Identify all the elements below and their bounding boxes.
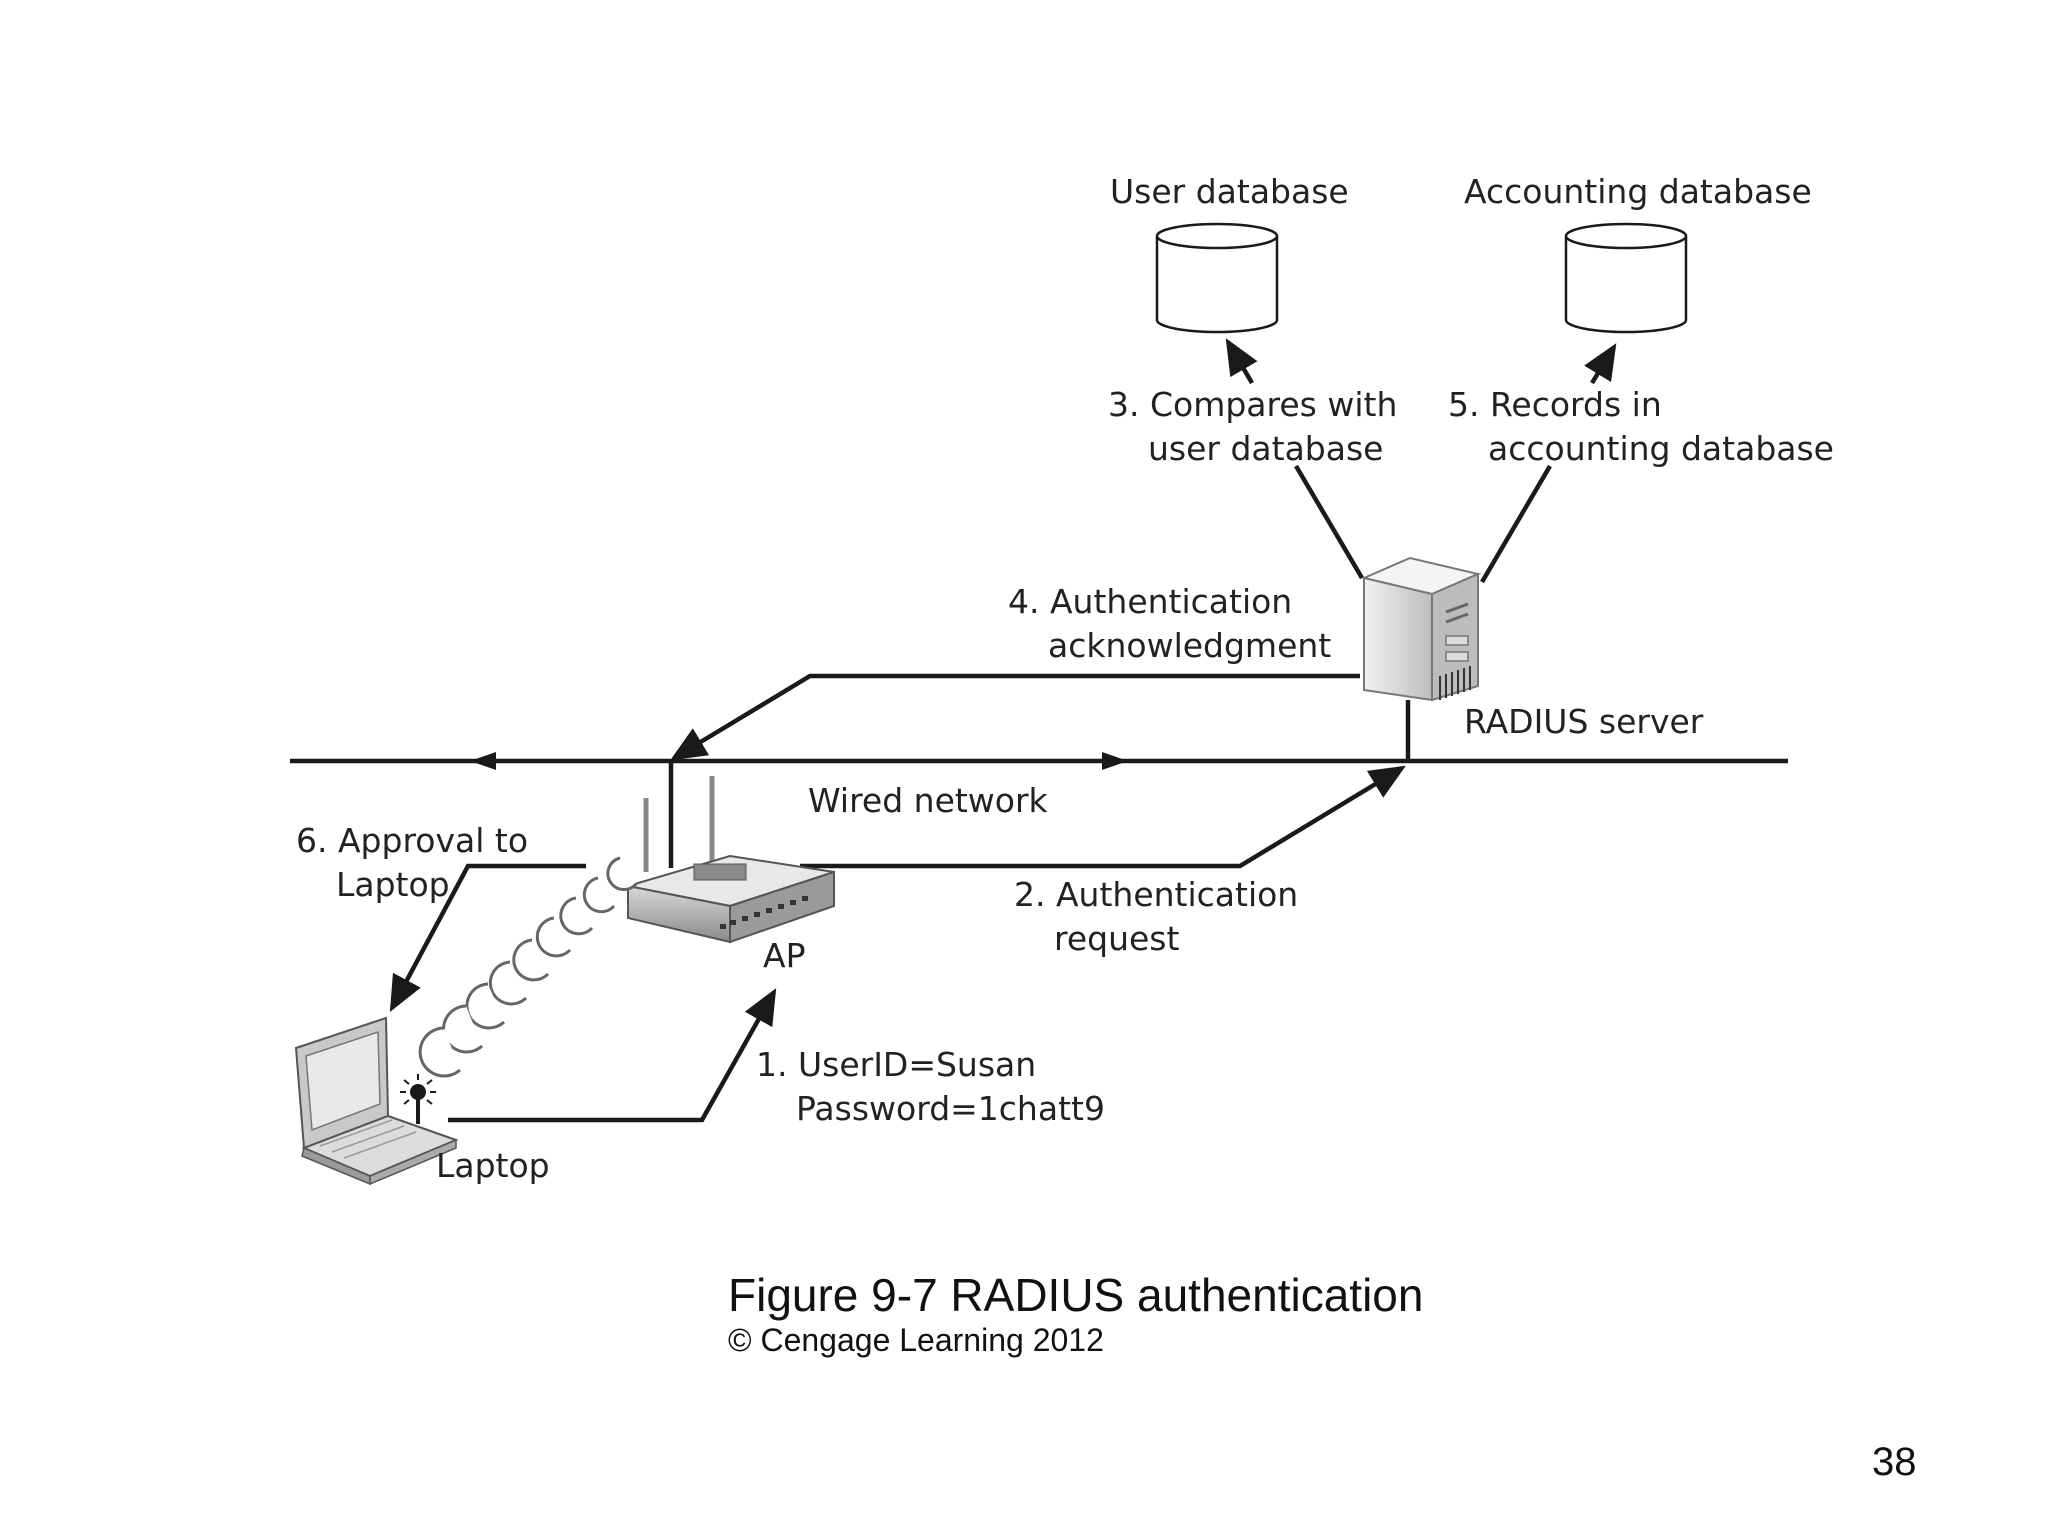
ap-label: AP (763, 936, 805, 975)
user-database-icon (1155, 222, 1279, 334)
wireless-adapter-icon (400, 1074, 436, 1124)
radius-server-icon (1360, 556, 1482, 702)
step2-label-line2: request (1054, 919, 1180, 958)
figure-caption: Figure 9-7 RADIUS authentication (728, 1269, 1424, 1321)
step1-label-line2: Password=1chatt9 (796, 1089, 1105, 1128)
step5-arrow-to-accounting-database (1584, 343, 1617, 385)
server-to-step5-line (1480, 464, 1552, 584)
radius-server-label: RADIUS server (1464, 702, 1704, 741)
step3-label-line1: 3. Compares with (1108, 385, 1397, 424)
server-to-step3-line (1294, 464, 1364, 580)
step3-arrow-to-user-database (1225, 338, 1258, 385)
step2-label-line1: 2. Authentication (1014, 875, 1298, 914)
accounting-database-label: Accounting database (1464, 172, 1812, 211)
accounting-database-icon (1564, 222, 1688, 334)
step1-label-line1: 1. UserID=Susan (756, 1045, 1036, 1084)
wired-network-label: Wired network (808, 781, 1049, 820)
step1-arrow-to-ap (448, 988, 777, 1123)
laptop-label: Laptop (436, 1146, 550, 1185)
step3-label-line2: user database (1148, 429, 1383, 468)
wireless-signal-icon (418, 856, 638, 1078)
wired-network-arrow-left (470, 752, 496, 770)
copyright-notice: © Cengage Learning 2012 (728, 1322, 1104, 1358)
wired-network-arrow-right (1102, 752, 1128, 770)
page-number: 38 (1872, 1440, 1917, 1484)
step4-label-line2: acknowledgment (1048, 626, 1331, 665)
access-point-icon (627, 776, 835, 944)
step6-label-line2: Laptop (336, 865, 450, 904)
step5-label-line2: accounting database (1488, 429, 1834, 468)
step4-label-line1: 4. Authentication (1008, 582, 1292, 621)
step6-arrow-to-laptop (389, 863, 586, 1012)
laptop-icon (294, 1016, 459, 1186)
step5-label-line1: 5. Records in (1448, 385, 1662, 424)
user-database-label: User database (1110, 172, 1349, 211)
step4-arrow-to-ap (670, 673, 1360, 761)
step6-label-line1: 6. Approval to (296, 821, 528, 860)
step2-arrow-to-network (800, 765, 1406, 869)
